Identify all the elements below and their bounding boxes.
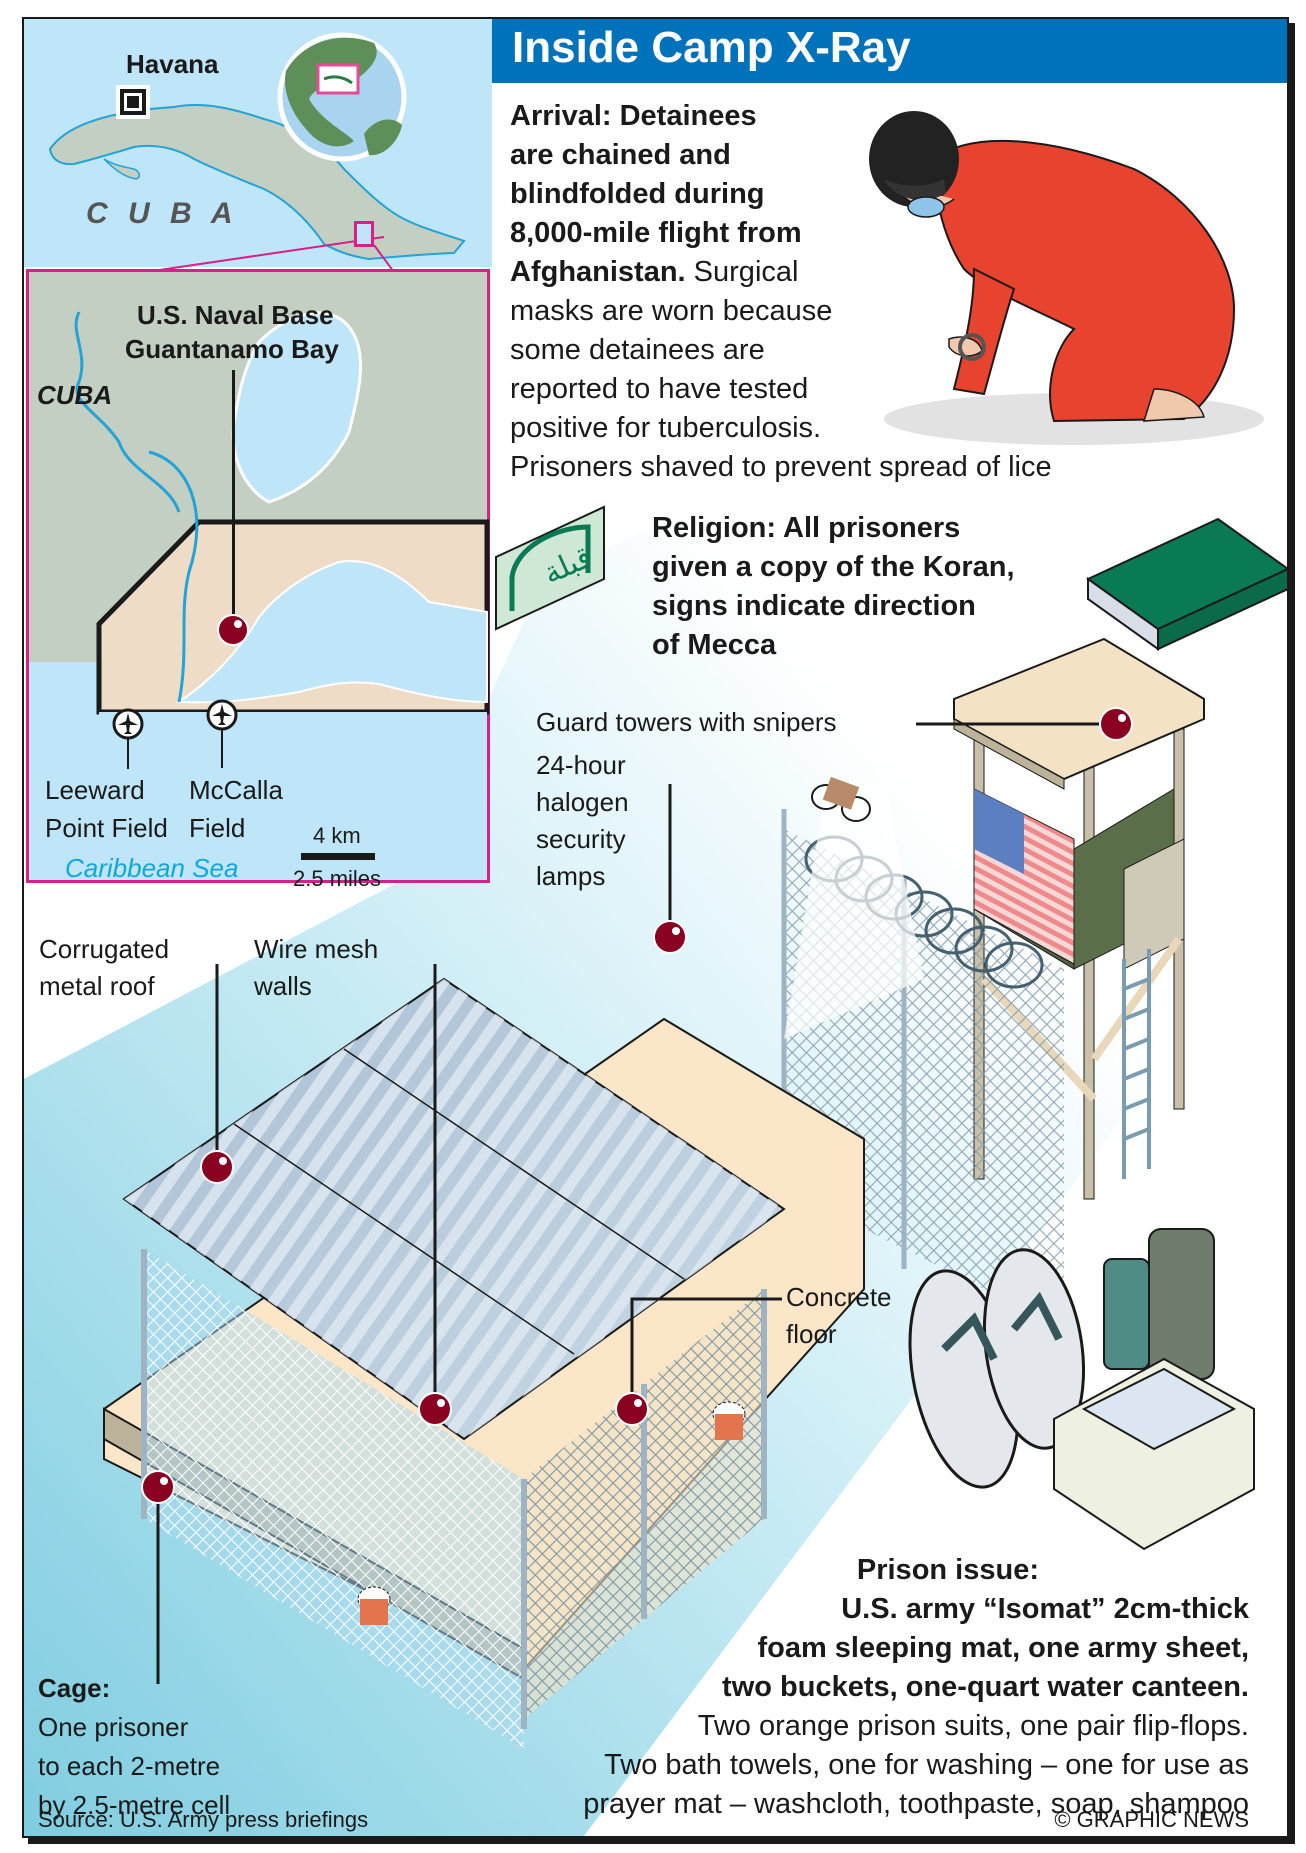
- inset-map: U.S. Naval Base Guantanamo Bay CUBA Leew…: [26, 269, 490, 890]
- lamps-label: 24-hour halogen security lamps: [536, 747, 629, 895]
- prison-issue-line: two buckets, one-quart water canteen.: [722, 1671, 1249, 1703]
- walls-label-line: walls: [254, 971, 312, 1001]
- arrival-line: are chained and: [510, 139, 731, 171]
- mccalla-label-line1: McCalla: [189, 775, 283, 805]
- scale-km-label: 4 km: [313, 823, 361, 848]
- mccalla-leader-line: [221, 730, 223, 768]
- religion-text-block: Religion: All prisoners given a copy of …: [652, 509, 1015, 665]
- leeward-label-line2: Point Field: [45, 813, 168, 843]
- title-bar: Inside Camp X-Ray: [492, 19, 1287, 83]
- arrival-line: 8,000-mile flight from: [510, 217, 802, 249]
- walls-label: Wire mesh walls: [254, 931, 378, 1005]
- globe-locator-icon: [277, 32, 407, 162]
- arrival-line: reported to have tested: [510, 373, 809, 405]
- lamps-label-line: security: [536, 824, 626, 854]
- arrival-line-inline: Surgical: [685, 256, 799, 288]
- religion-line: of Mecca: [652, 629, 777, 661]
- cage-heading: Cage:: [38, 1673, 111, 1703]
- religion-line: Religion: All prisoners: [652, 512, 961, 544]
- cage-text-block: Cage: One prisoner to each 2-metre by 2.…: [38, 1669, 230, 1825]
- soap-bottle-icon: [1148, 1228, 1215, 1380]
- floor-label-line: Concrete: [786, 1282, 892, 1312]
- source-note: Source: U.S. Army press briefings: [38, 1807, 369, 1832]
- arrival-line: some detainees are: [510, 334, 765, 366]
- lamps-label-line: lamps: [536, 861, 606, 891]
- floor-label: Concrete floor: [786, 1279, 892, 1353]
- roof-label: Corrugated metal roof: [39, 931, 169, 1005]
- arrival-text-block: Arrival: Detainees are chained and blind…: [510, 97, 1110, 487]
- prison-issue-line: U.S. army “Isomat” 2cm-thick: [841, 1593, 1249, 1625]
- page-title: Inside Camp X-Ray: [512, 23, 911, 72]
- scale-miles-label: 2.5 miles: [293, 866, 382, 891]
- koran-book-icon: [1086, 517, 1287, 651]
- cage-line: One prisoner: [38, 1712, 189, 1742]
- cage-line: to each 2-metre: [38, 1751, 221, 1781]
- arrival-line: masks are worn because: [510, 295, 833, 327]
- detainee-illustration: [869, 111, 1264, 445]
- havana-marker-icon: [116, 85, 150, 119]
- naval-base-label-line1: U.S. Naval Base: [137, 300, 334, 330]
- prison-issue-line: foam sleeping mat, one army sheet,: [757, 1632, 1249, 1664]
- havana-label: Havana: [126, 49, 219, 79]
- prison-issue-items-illustration: [908, 1228, 1255, 1551]
- floor-label-line: floor: [786, 1319, 837, 1349]
- naval-base-pin-icon: [217, 614, 249, 646]
- caribbean-sea-label: Caribbean Sea: [65, 853, 239, 883]
- guantanamo-bay-map-shape: [29, 272, 490, 792]
- leeward-airfield-icon: [112, 708, 144, 740]
- walls-label-line: Wire mesh: [254, 934, 379, 964]
- mccalla-airfield-icon: [206, 699, 238, 731]
- prison-issue-line: Two orange prison suits, one pair flip-f…: [697, 1710, 1249, 1742]
- prison-issue-line: Two bath towels, one for washing – one f…: [604, 1749, 1249, 1781]
- prison-issue-line: prayer mat – washcloth, toothpaste, soap…: [583, 1788, 1249, 1820]
- guantanamo-locator-box: [354, 221, 374, 247]
- halogen-lamps-illustration: [784, 776, 924, 1039]
- roof-label-line: Corrugated: [39, 934, 170, 964]
- qibla-sign-icon: قبلة: [495, 505, 605, 631]
- cuba-inset-label: CUBA: [37, 380, 113, 410]
- prison-issue-text-block: Prison issue: U.S. army “Isomat” 2cm-thi…: [583, 1551, 1249, 1824]
- leeward-leader-line: [127, 739, 129, 769]
- shampoo-bottle-icon: [1103, 1258, 1150, 1370]
- guard-towers-label: Guard towers with snipers: [536, 707, 837, 737]
- leeward-label-line1: Leeward: [45, 775, 145, 805]
- tower-ladder: [1122, 949, 1151, 1179]
- cage-illustration: [103, 977, 865, 1749]
- lamps-label-line: halogen: [536, 787, 629, 817]
- scale-bar: [301, 853, 375, 860]
- infographic-frame: Havana C U B A U.S. Naval Base Guantanam…: [22, 17, 1289, 1838]
- overview-map: Havana C U B A: [24, 19, 492, 285]
- arrival-line: Arrival: Detainees: [510, 100, 757, 132]
- arrival-line: positive for tuberculosis.: [510, 412, 822, 444]
- religion-line: given a copy of the Koran,: [652, 551, 1015, 583]
- naval-base-leader-line: [232, 370, 235, 625]
- naval-base-label-line2: Guantanamo Bay: [125, 334, 339, 364]
- arrival-line: Afghanistan.: [510, 256, 686, 288]
- mccalla-label-line2: Field: [189, 813, 246, 843]
- cage-line: by 2.5-metre cell: [38, 1790, 231, 1820]
- cuba-country-label: C U B A: [86, 197, 239, 230]
- lamps-label-line: 24-hour: [536, 750, 626, 780]
- religion-line: signs indicate direction: [652, 590, 976, 622]
- arrival-line: Prisoners shaved to prevent spread of li…: [510, 451, 1052, 483]
- roof-label-line: metal roof: [39, 971, 155, 1001]
- arrival-line: blindfolded during: [510, 178, 765, 210]
- copyright-credit: © GRAPHIC NEWS: [1054, 1807, 1249, 1832]
- prison-issue-heading: Prison issue:: [856, 1554, 1039, 1586]
